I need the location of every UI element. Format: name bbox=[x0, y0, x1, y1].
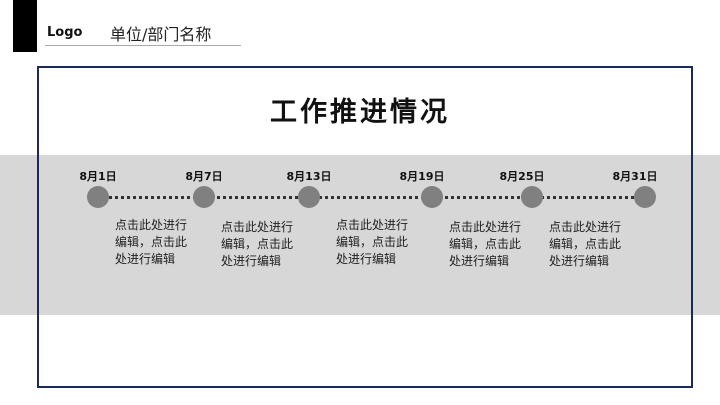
timeline-band bbox=[0, 155, 720, 315]
header-divider bbox=[45, 45, 241, 46]
page-title: 工作推进情况 bbox=[270, 97, 450, 128]
timeline-text[interactable]: 点击此处进行编辑，点击此处进行编辑 bbox=[449, 220, 522, 268]
timeline-text[interactable]: 点击此处进行编辑，点击此处进行编辑 bbox=[549, 220, 622, 268]
timeline-node bbox=[298, 186, 320, 208]
timeline-text[interactable]: 点击此处进行编辑，点击此处进行编辑 bbox=[221, 220, 294, 268]
timeline-date: 8月19日 bbox=[399, 170, 445, 183]
timeline-line bbox=[98, 196, 645, 199]
header-accent-bar bbox=[13, 0, 37, 52]
timeline-date: 8月13日 bbox=[286, 170, 332, 183]
timeline-text[interactable]: 点击此处进行编辑，点击此处进行编辑 bbox=[115, 218, 188, 266]
content-frame bbox=[37, 66, 693, 388]
timeline-node bbox=[521, 186, 543, 208]
timeline-node bbox=[634, 186, 656, 208]
timeline-text[interactable]: 点击此处进行编辑，点击此处进行编辑 bbox=[336, 218, 409, 266]
timeline-node bbox=[87, 186, 109, 208]
timeline-node bbox=[193, 186, 215, 208]
timeline-node bbox=[421, 186, 443, 208]
logo: Logo bbox=[47, 25, 83, 40]
timeline-date: 8月31日 bbox=[612, 170, 658, 183]
timeline-date: 8月25日 bbox=[499, 170, 545, 183]
timeline-date: 8月7日 bbox=[185, 170, 223, 183]
timeline-date: 8月1日 bbox=[79, 170, 117, 183]
unit-name: 单位/部门名称 bbox=[110, 25, 212, 44]
